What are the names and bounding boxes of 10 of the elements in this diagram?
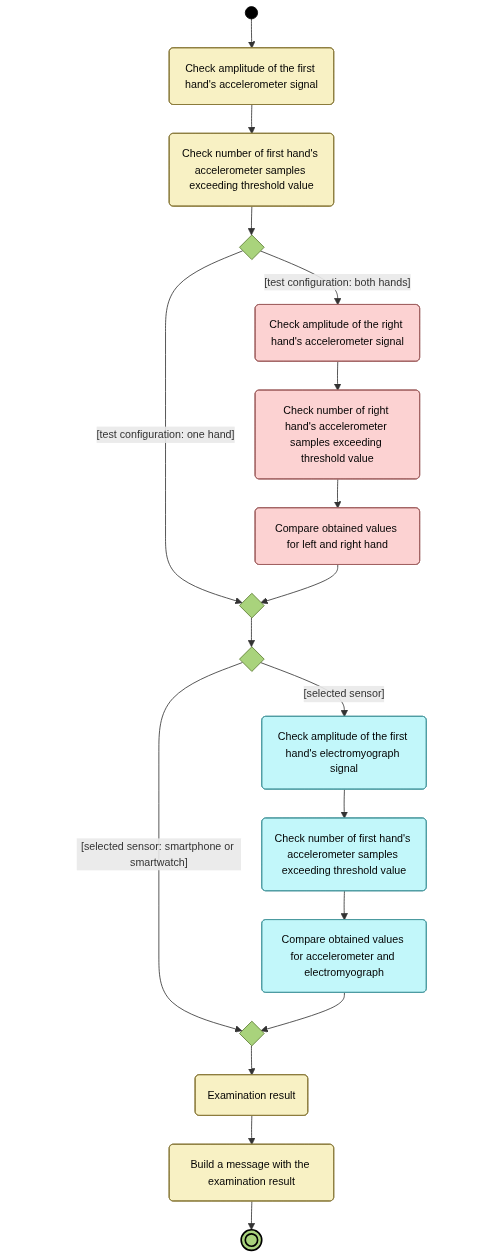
node-circle [244,6,258,20]
edge-label: [selected sensor: smartphone or smartwatch] [80,839,234,869]
edge-label: [test configuration: both hands] [263,275,411,289]
node-diamond [238,1020,265,1047]
node-diamond [238,234,265,261]
node-diamond [238,646,265,672]
edge-label: [selected sensor] [303,687,384,700]
node-circle [239,1228,263,1252]
edge-label: [test configuration: one hand] [96,428,235,441]
node-diamond [238,592,265,619]
